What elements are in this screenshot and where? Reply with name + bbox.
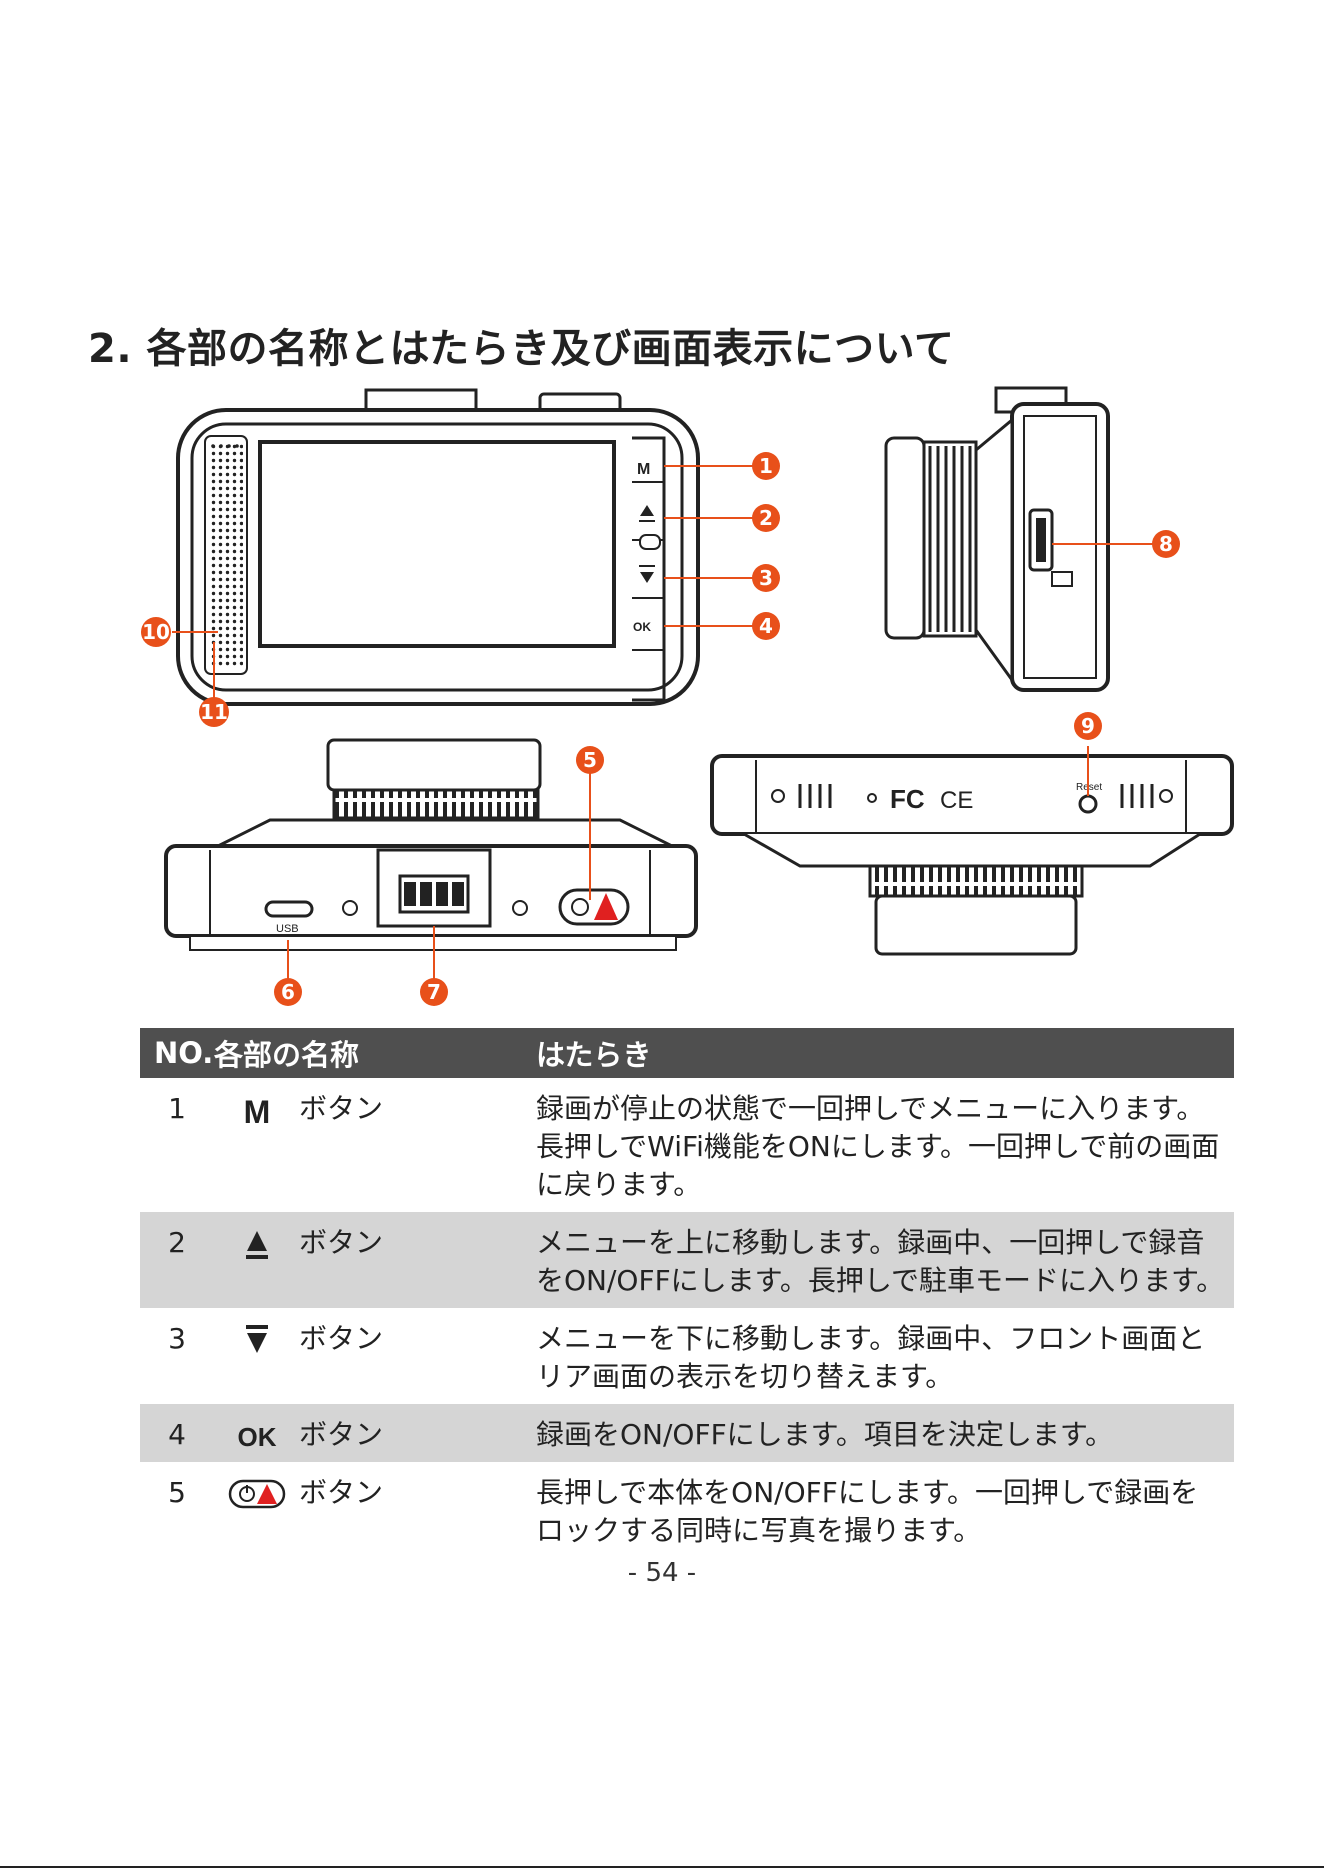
usb-label: USB: [276, 923, 299, 935]
callout-4: 4: [752, 612, 780, 640]
table-row: 3 ボタン メニューを下に移動します。録画中、フロント画面とリア画面の表示を切り…: [140, 1308, 1234, 1404]
row-function: 録画をON/OFFにします。項目を決定します。: [536, 1404, 1234, 1462]
callout-8: 8: [1152, 530, 1180, 558]
header-no: NO.: [140, 1028, 214, 1078]
row-no: 1: [168, 1092, 186, 1125]
header-name: 各部の名称: [214, 1028, 536, 1078]
bottom-divider: [0, 1866, 1324, 1868]
reset-label: Reset: [1076, 782, 1102, 793]
device-m-label: M: [637, 461, 650, 478]
svg-text:5: 5: [583, 748, 597, 772]
svg-text:10: 10: [142, 620, 170, 644]
callout-3: 3: [752, 564, 780, 592]
svg-text:2: 2: [759, 506, 773, 530]
svg-text:9: 9: [1081, 714, 1095, 738]
dashcam-diagram: M OK 1 2 3 4 10 11: [141, 386, 1234, 1006]
svg-text:OK: OK: [237, 1422, 276, 1452]
svg-text:1: 1: [759, 454, 773, 478]
row-name: ボタン: [299, 1322, 384, 1355]
row-name: ボタン: [299, 1212, 536, 1308]
side-buttons: M OK: [632, 436, 666, 702]
page-number: - 54 -: [627, 1558, 697, 1588]
row-no: 3: [168, 1322, 186, 1355]
row-no: 5: [168, 1476, 186, 1509]
callout-1: 1: [752, 452, 780, 480]
row-function: メニューを下に移動します。録画中、フロント画面とリア画面の表示を切り替えます。: [536, 1322, 1206, 1393]
callout-7: 7: [420, 978, 448, 1006]
device-ok-label: OK: [633, 620, 651, 634]
parts-table: NO. 各部の名称 はたらき 1 M ボタン 録画が停止の状態で一回押しでメニュ…: [140, 1028, 1234, 1558]
svg-text:M: M: [243, 1094, 270, 1127]
table-row: 2 ボタン メニューを上に移動します。録画中、一回押しで録音をON/OFFにしま…: [140, 1212, 1234, 1308]
ce-mark: CE: [940, 787, 973, 814]
callout-9: 9: [1074, 712, 1102, 740]
callout-11: 11: [199, 697, 229, 727]
header-function: はたらき: [536, 1028, 1234, 1078]
svg-text:7: 7: [427, 980, 441, 1004]
table-header-row: NO. 各部の名称 はたらき: [140, 1028, 1234, 1078]
row-name: ボタン: [299, 1404, 536, 1462]
row-name: ボタン: [299, 1476, 384, 1509]
m-letter-icon: M: [214, 1078, 299, 1212]
down-triangle-icon: [214, 1308, 299, 1404]
power-lock-icon: [214, 1462, 299, 1558]
callout-10: 10: [141, 617, 171, 647]
top-view: FC CE Reset 9: [710, 712, 1234, 956]
speaker-grille: [204, 435, 248, 675]
page-heading: 2. 各部の名称とはたらき及び画面表示について: [88, 326, 955, 372]
ok-text-icon: OK: [214, 1404, 299, 1462]
front-view: M OK 1 2 3 4 10 11: [141, 388, 780, 727]
callout-6: 6: [274, 978, 302, 1006]
table-row: 4 OK ボタン 録画をON/OFFにします。項目を決定します。: [140, 1404, 1234, 1462]
fc-mark: FC: [890, 784, 925, 814]
screen: [258, 440, 616, 648]
table-row: 1 M ボタン 録画が停止の状態で一回押しでメニューに入ります。長押しでWiFi…: [140, 1078, 1234, 1212]
row-no: 4: [140, 1404, 214, 1462]
svg-text:6: 6: [281, 980, 295, 1004]
callout-2: 2: [752, 504, 780, 532]
up-triangle-icon: [214, 1212, 299, 1308]
row-no: 2: [140, 1212, 214, 1308]
svg-text:11: 11: [200, 700, 228, 724]
row-function: 長押しで本体をON/OFFにします。一回押しで録画をロックする同時に写真を撮りま…: [536, 1476, 1199, 1547]
table-row: 5 ボタン 長押しで本体をON/OFFにします。一回押しで録画をロックする同時に…: [140, 1462, 1234, 1558]
bottom-view: USB 5 6 7: [164, 738, 698, 1006]
row-function: メニューを上に移動します。録画中、一回押しで録音をON/OFFにします。長押しで…: [536, 1212, 1234, 1308]
side-view: 8: [884, 386, 1180, 692]
svg-text:4: 4: [759, 614, 773, 638]
svg-text:3: 3: [759, 566, 773, 590]
row-function: 録画が停止の状態で一回押しでメニューに入ります。長押しでWiFi機能をONにしま…: [536, 1092, 1220, 1201]
callout-5: 5: [576, 746, 604, 774]
row-name: ボタン: [299, 1092, 384, 1125]
svg-text:8: 8: [1159, 532, 1173, 556]
